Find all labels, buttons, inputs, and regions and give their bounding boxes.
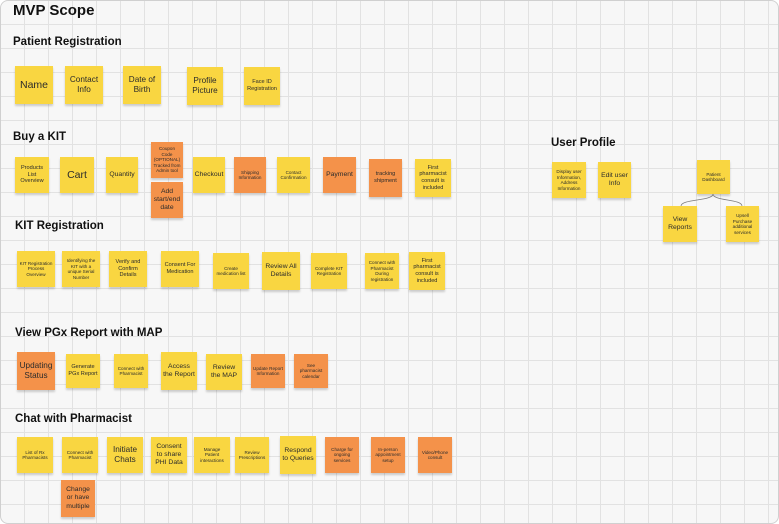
- connector-dashboard-to-upsell: [712, 193, 743, 207]
- sticky-note-review-all-details[interactable]: Review All Details: [262, 252, 300, 290]
- sticky-note-connect-pharmacist-chat[interactable]: Connect with Pharmacist: [62, 437, 98, 473]
- sticky-note-charge-ongoing-services[interactable]: Charge for ongoing services: [325, 437, 359, 473]
- sticky-note-generate-pgx-report[interactable]: Generate PGx Report: [66, 354, 100, 388]
- sticky-note-review-the-map[interactable]: Review the MAP: [206, 354, 242, 390]
- sticky-note-updating-status[interactable]: Updating Status: [17, 352, 55, 390]
- sticky-note-checkout[interactable]: Checkout: [193, 157, 225, 193]
- sticky-note-first-pharmacist-consult-kit[interactable]: First pharmacist consult is included: [409, 252, 445, 290]
- board-title: MVP Scope: [13, 2, 95, 19]
- section-heading-kit-registration: KIT Registration: [15, 220, 104, 232]
- sticky-note-coupon-code[interactable]: Coupon Code (OPTIONAL) Tracked from Admi…: [151, 142, 183, 178]
- section-heading-buy-a-kit: Buy a KIT: [13, 131, 67, 143]
- sticky-note-first-pharmacist-consult[interactable]: First pharmacist consult is included: [415, 159, 451, 197]
- sticky-note-list-of-rx-pharmacists[interactable]: List of Rx Pharmacists: [17, 437, 53, 473]
- sticky-note-respond-to-queries[interactable]: Respond to Queries: [280, 436, 316, 474]
- sticky-note-connect-pharmacist-report[interactable]: Connect with Pharmacist: [114, 354, 148, 388]
- sticky-note-update-report-information[interactable]: Update Report Information: [251, 354, 285, 388]
- sticky-note-kit-registration-overview[interactable]: KIT Registration Process Overview: [17, 251, 55, 287]
- sticky-note-see-pharmacist-calendar[interactable]: See pharmacist calendar: [294, 354, 328, 388]
- sticky-note-verify-confirm-details[interactable]: Verify and Confirm Details: [109, 251, 147, 287]
- sticky-note-patient-dashboard[interactable]: Patient Dashboard: [697, 160, 730, 194]
- sticky-note-initiate-chats[interactable]: Initiate Chats: [107, 437, 143, 473]
- sticky-note-products-list-overview[interactable]: Products List Overview: [15, 157, 49, 193]
- sticky-note-complete-kit-registration[interactable]: Complete KIT Registration: [311, 253, 347, 289]
- sticky-note-create-medication-list[interactable]: Create medication list: [213, 253, 249, 289]
- section-heading-user-profile: User Profile: [551, 137, 616, 149]
- sticky-note-face-id-registration[interactable]: Face ID Registration: [244, 67, 280, 105]
- sticky-note-tracking-shipment[interactable]: tracking shipment: [369, 159, 402, 197]
- sticky-note-view-reports[interactable]: View Reports: [663, 206, 697, 242]
- sticky-note-display-user-information[interactable]: Display user Information, Address Inform…: [552, 162, 586, 198]
- sticky-note-payment[interactable]: Payment: [323, 157, 356, 193]
- sticky-note-manage-patient-interactions[interactable]: Manage Patient interactions: [194, 437, 230, 473]
- sticky-note-profile-picture[interactable]: Profile Picture: [187, 67, 223, 105]
- sticky-note-edit-user-info[interactable]: Edit user Info: [598, 162, 631, 198]
- sticky-note-cart[interactable]: Cart: [60, 157, 94, 193]
- sticky-note-consent-for-medication[interactable]: Consent For Medication: [161, 251, 199, 287]
- connector-dashboard-to-view-reports: [680, 193, 714, 207]
- sticky-note-date-of-birth[interactable]: Date of Birth: [123, 66, 161, 104]
- sticky-note-consent-share-phi[interactable]: Consent to share PHI Data: [151, 437, 187, 473]
- sticky-note-video-phone-consult[interactable]: Video/Phone consult: [418, 437, 452, 473]
- section-heading-view-pgx-report: View PGx Report with MAP: [15, 327, 163, 339]
- sticky-note-in-person-appointment[interactable]: In-person appointment setup: [371, 437, 405, 473]
- sticky-note-access-the-report[interactable]: Access the Report: [161, 352, 197, 390]
- section-heading-patient-registration: Patient Registration: [13, 36, 122, 48]
- sticky-note-contact-info[interactable]: Contact Info: [65, 66, 103, 104]
- sticky-note-add-start-end-date[interactable]: Add start/end date: [151, 182, 183, 218]
- sticky-note-name[interactable]: Name: [15, 66, 53, 104]
- sticky-note-contact-confirmation[interactable]: Contact Confirmation: [277, 157, 310, 193]
- sticky-note-quantity[interactable]: Quantity: [106, 157, 138, 193]
- sticky-note-identifying-kit-serial[interactable]: Identifying the KIT with a unique Serial…: [62, 251, 100, 287]
- sticky-note-shipping-information[interactable]: Shipping Information: [234, 157, 266, 193]
- sticky-note-review-prescriptions[interactable]: Review Prescriptions: [235, 437, 269, 473]
- section-heading-chat-with-pharmacist: Chat with Pharmacist: [15, 413, 132, 425]
- sticky-note-connect-pharmacist-registration[interactable]: Connect with Pharmacist During registrat…: [365, 253, 399, 289]
- sticky-note-change-or-have-multiple[interactable]: Change or have multiple: [61, 480, 95, 517]
- sticky-note-upsell-purchase[interactable]: Upsell Purchase additional services: [726, 206, 759, 242]
